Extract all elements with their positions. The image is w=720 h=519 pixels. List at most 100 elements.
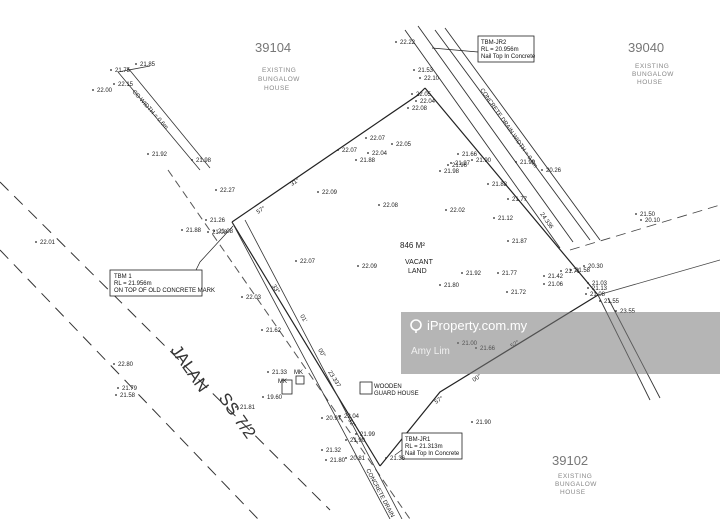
spot-level-value: 22.02 [450, 208, 466, 214]
spot-level-dot [367, 152, 369, 154]
spot-level-value: 21.08 [218, 229, 234, 235]
spot-level-dot [487, 183, 489, 185]
spot-level-value: 22.22 [400, 40, 416, 46]
spot-level-value: 21.55 [604, 299, 620, 305]
spot-level-value: 21.96 [452, 163, 468, 169]
tbm3-box: TBM-JR1 RL = 21.313m Nail Top In Concret… [401, 432, 463, 460]
svg-text:BUNGALOW: BUNGALOW [555, 481, 597, 488]
svg-text:846 M²: 846 M² [400, 241, 425, 250]
spot-level-dot [135, 63, 137, 65]
svg-text:HOUSE: HOUSE [560, 489, 586, 496]
spot-level-dot [471, 421, 473, 423]
spot-level-value: 22.05 [416, 92, 432, 98]
spot-level-dot [339, 415, 341, 417]
spot-level-value: 21.50 [640, 212, 656, 218]
spot-level-value: 21.79 [122, 386, 138, 392]
svg-text:RL = 21.956m: RL = 21.956m [114, 281, 152, 287]
spot-level-dot [191, 159, 193, 161]
spot-level-dot [355, 433, 357, 435]
spot-level-dot [560, 270, 562, 272]
spot-levels: 22.0022.1521.7521.8521.9221.9822.2721.88… [35, 40, 661, 464]
spot-level-value: 21.92 [152, 152, 168, 158]
road-edges [0, 169, 411, 519]
spot-level-value: 21.12 [498, 216, 514, 222]
spot-level-dot [415, 100, 417, 102]
spot-level-dot [450, 162, 452, 164]
spot-level-dot [117, 387, 119, 389]
spot-level-value: 21.71 [565, 269, 581, 275]
spot-level-value: 22.09 [362, 264, 378, 270]
mk-markers: MK MK [278, 370, 305, 395]
spot-level-value: 22.27 [220, 188, 236, 194]
svg-text:LAND: LAND [408, 268, 427, 275]
spot-level-value: 21.08 [590, 292, 606, 298]
spot-level-dot [325, 459, 327, 461]
bearing-label: 01' [298, 314, 307, 324]
spot-level-value: 21.80 [444, 283, 460, 289]
svg-text:RL = 21.313m: RL = 21.313m [405, 444, 443, 450]
spot-level-value: 21.80 [330, 458, 346, 464]
spot-level-dot [543, 275, 545, 277]
spot-level-value: 21.77 [502, 271, 518, 277]
svg-text:TBM-JR1: TBM-JR1 [405, 437, 431, 443]
spot-level-value: 22.80 [118, 362, 134, 368]
spot-level-value: 21.90 [476, 420, 492, 426]
spot-level-dot [585, 293, 587, 295]
spot-level-dot [181, 229, 183, 231]
spot-level-dot [365, 137, 367, 139]
spot-level-dot [115, 394, 117, 396]
spot-level-value: 22.00 [97, 88, 113, 94]
spot-level-dot [439, 170, 441, 172]
watermark-banner: iProperty.com.my Amy Lim [401, 312, 720, 374]
svg-text:39040: 39040 [628, 40, 664, 55]
bearing-label: 57° [256, 205, 267, 215]
spot-level-value: 21.66 [462, 152, 478, 158]
spot-level-value: 22.01 [40, 240, 56, 246]
spot-level-dot [35, 241, 37, 243]
svg-text:HOUSE: HOUSE [637, 79, 663, 86]
spot-level-value: 21.88 [186, 228, 202, 234]
spot-level-dot [493, 217, 495, 219]
svg-text:VACANT: VACANT [405, 259, 434, 266]
road-name: JALAN SS 7/2 [167, 341, 260, 442]
site-area-label: 846 M² VACANT LAND [400, 241, 434, 275]
bearing-label: 57° [434, 395, 445, 405]
svg-text:TBM-JR2: TBM-JR2 [481, 40, 507, 46]
spot-level-value: 22.08 [412, 106, 428, 112]
spot-level-value: 21.81 [240, 405, 256, 411]
svg-text:RL = 20.956m: RL = 20.956m [481, 47, 519, 53]
watermark-agent: Amy Lim [411, 346, 450, 357]
spot-level-value: 22.05 [396, 142, 412, 148]
spot-level-value: 21.90 [350, 438, 366, 444]
watermark-brand: iProperty.com.my [409, 318, 527, 333]
tbm2-box: TBM-JR2 RL = 20.956m Nail Top In Concret… [477, 35, 536, 63]
spot-level-value: 22.09 [322, 190, 338, 196]
spot-level-dot [570, 269, 572, 271]
bottom-drain [231, 219, 403, 519]
spot-level-value: 21.98 [196, 158, 212, 164]
spot-level-dot [321, 449, 323, 451]
spot-level-value: 21.88 [360, 158, 376, 164]
spot-level-dot [497, 272, 499, 274]
spot-level-value: 21.88 [492, 182, 508, 188]
spot-level-value: 21.53 [418, 68, 434, 74]
spot-level-value: 22.08 [383, 203, 399, 209]
spot-level-dot [345, 439, 347, 441]
spot-level-value: 21.98 [444, 169, 460, 175]
spot-level-dot [587, 287, 589, 289]
spot-level-dot [506, 291, 508, 293]
spot-level-dot [587, 282, 589, 284]
spot-level-value: 21.75 [115, 68, 131, 74]
bearing-label: 00" [472, 374, 483, 384]
spot-level-dot [110, 69, 112, 71]
site-boundary [231, 87, 599, 467]
spot-level-value: 20.97 [326, 416, 342, 422]
svg-text:39102: 39102 [552, 453, 588, 468]
bearing-label: 31° [290, 177, 301, 187]
bearing-label: 33° [270, 284, 280, 295]
spot-level-dot [461, 272, 463, 274]
spot-level-value: 21.99 [360, 432, 376, 438]
guard-house: WOODEN GUARD HOUSE [359, 381, 419, 397]
svg-text:JALAN: JALAN [167, 341, 213, 395]
spot-level-dot [583, 265, 585, 267]
